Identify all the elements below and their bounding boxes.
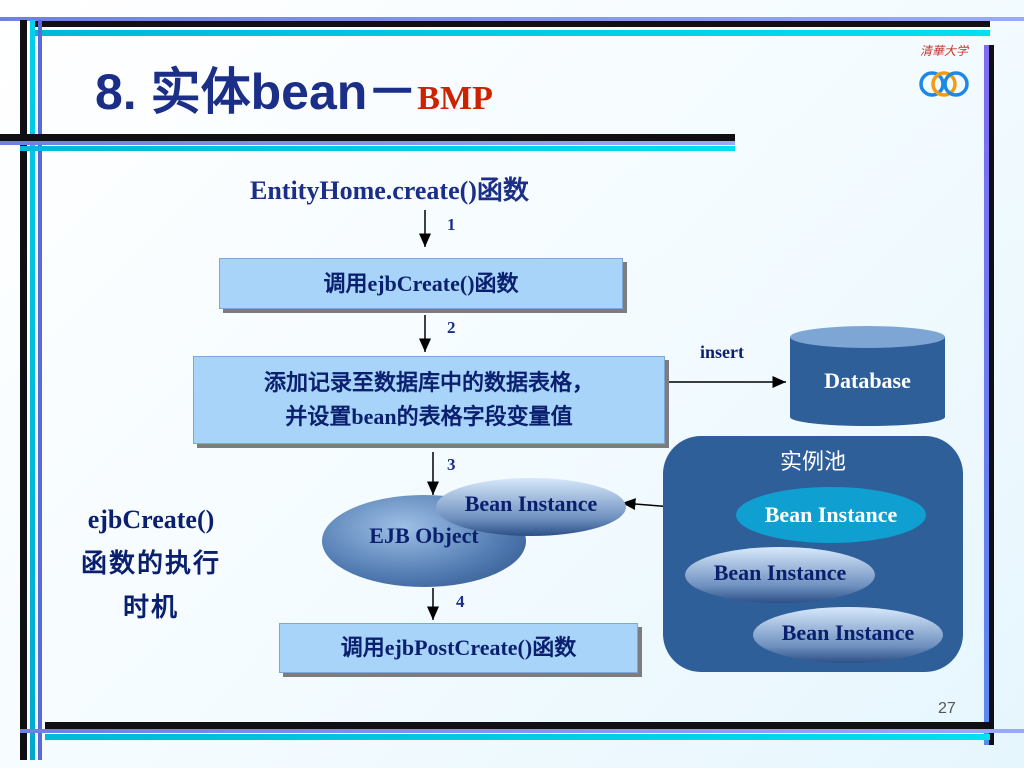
entity-home-create-heading: EntityHome.create()函数: [250, 176, 529, 205]
pool-instance-1-label: Bean Instance: [764, 502, 898, 527]
frame-bar-title-blue: [0, 141, 735, 145]
side-caption: ejbCreate() 函数的执行 时机: [62, 498, 240, 630]
frame-bar-right-purple: [984, 45, 989, 745]
frame-bar-bottom-cyan: [45, 734, 990, 740]
pool-instance-3: Bean Instance: [753, 607, 943, 663]
frame-bar-bottom-dark: [45, 722, 990, 729]
page-number: 27: [938, 700, 956, 717]
frame-bar-left-dark: [20, 20, 27, 760]
frame-bar-top-blue: [0, 17, 1024, 21]
frame-bar-top-cyan: [30, 30, 990, 36]
bean-instance-label: Bean Instance: [464, 491, 598, 516]
step-number-3: 3: [447, 455, 456, 474]
frame-bar-title-dark: [0, 134, 735, 141]
database-cylinder: [790, 326, 945, 426]
pool-instance-2-label: Bean Instance: [713, 560, 847, 585]
side-caption-line2: 函数的执行: [80, 549, 221, 579]
frame-bar-right-dark: [989, 45, 994, 745]
slide-title-main: 8. 实体bean－: [95, 64, 418, 120]
insert-label: insert: [700, 342, 744, 362]
step-number-4: 4: [456, 592, 465, 611]
frame-bar-top-dark: [30, 20, 990, 27]
frame-bar-title-cyan: [20, 146, 735, 151]
pool-instance-2: Bean Instance: [685, 547, 875, 603]
step-number-1: 1: [447, 215, 456, 234]
ejb-object-label: EJB Object: [369, 523, 479, 548]
university-logo: 清華大学: [912, 42, 976, 106]
instance-pool-label: 实例池: [779, 450, 846, 475]
step-number-2: 2: [447, 318, 456, 337]
insert-record-line1: 添加记录至数据库中的数据表格，: [263, 370, 594, 395]
ejb-create-label: 调用ejbCreate()函数: [323, 270, 519, 296]
side-caption-line3: 时机: [122, 593, 179, 623]
bean-instance-ellipse: Bean Instance: [436, 478, 626, 536]
insert-record-box: 添加记录至数据库中的数据表格， 并设置bean的表格字段变量值: [193, 356, 665, 444]
database-label: Database: [824, 368, 911, 393]
frame-bar-left-cyan: [30, 20, 35, 760]
pool-instance-1: Bean Instance: [736, 487, 926, 543]
frame-bar-left-blue: [38, 20, 42, 760]
ejb-post-create-label: 调用ejbPostCreate()函数: [340, 635, 577, 660]
slide-title: 8. 实体bean－BMP: [95, 52, 493, 122]
slide-title-sub: BMP: [417, 80, 493, 117]
ejb-create-box: 调用ejbCreate()函数: [219, 258, 623, 309]
insert-record-line2: 并设置bean的表格字段变量值: [285, 404, 573, 429]
pool-instance-3-label: Bean Instance: [781, 620, 915, 645]
logo-rings-icon: [919, 71, 969, 97]
logo-text: 清華大学: [919, 44, 968, 58]
side-caption-line1: ejbCreate(): [87, 505, 215, 534]
frame-bar-bottom-blue: [20, 729, 1024, 733]
ejb-post-create-box: 调用ejbPostCreate()函数: [279, 623, 638, 673]
